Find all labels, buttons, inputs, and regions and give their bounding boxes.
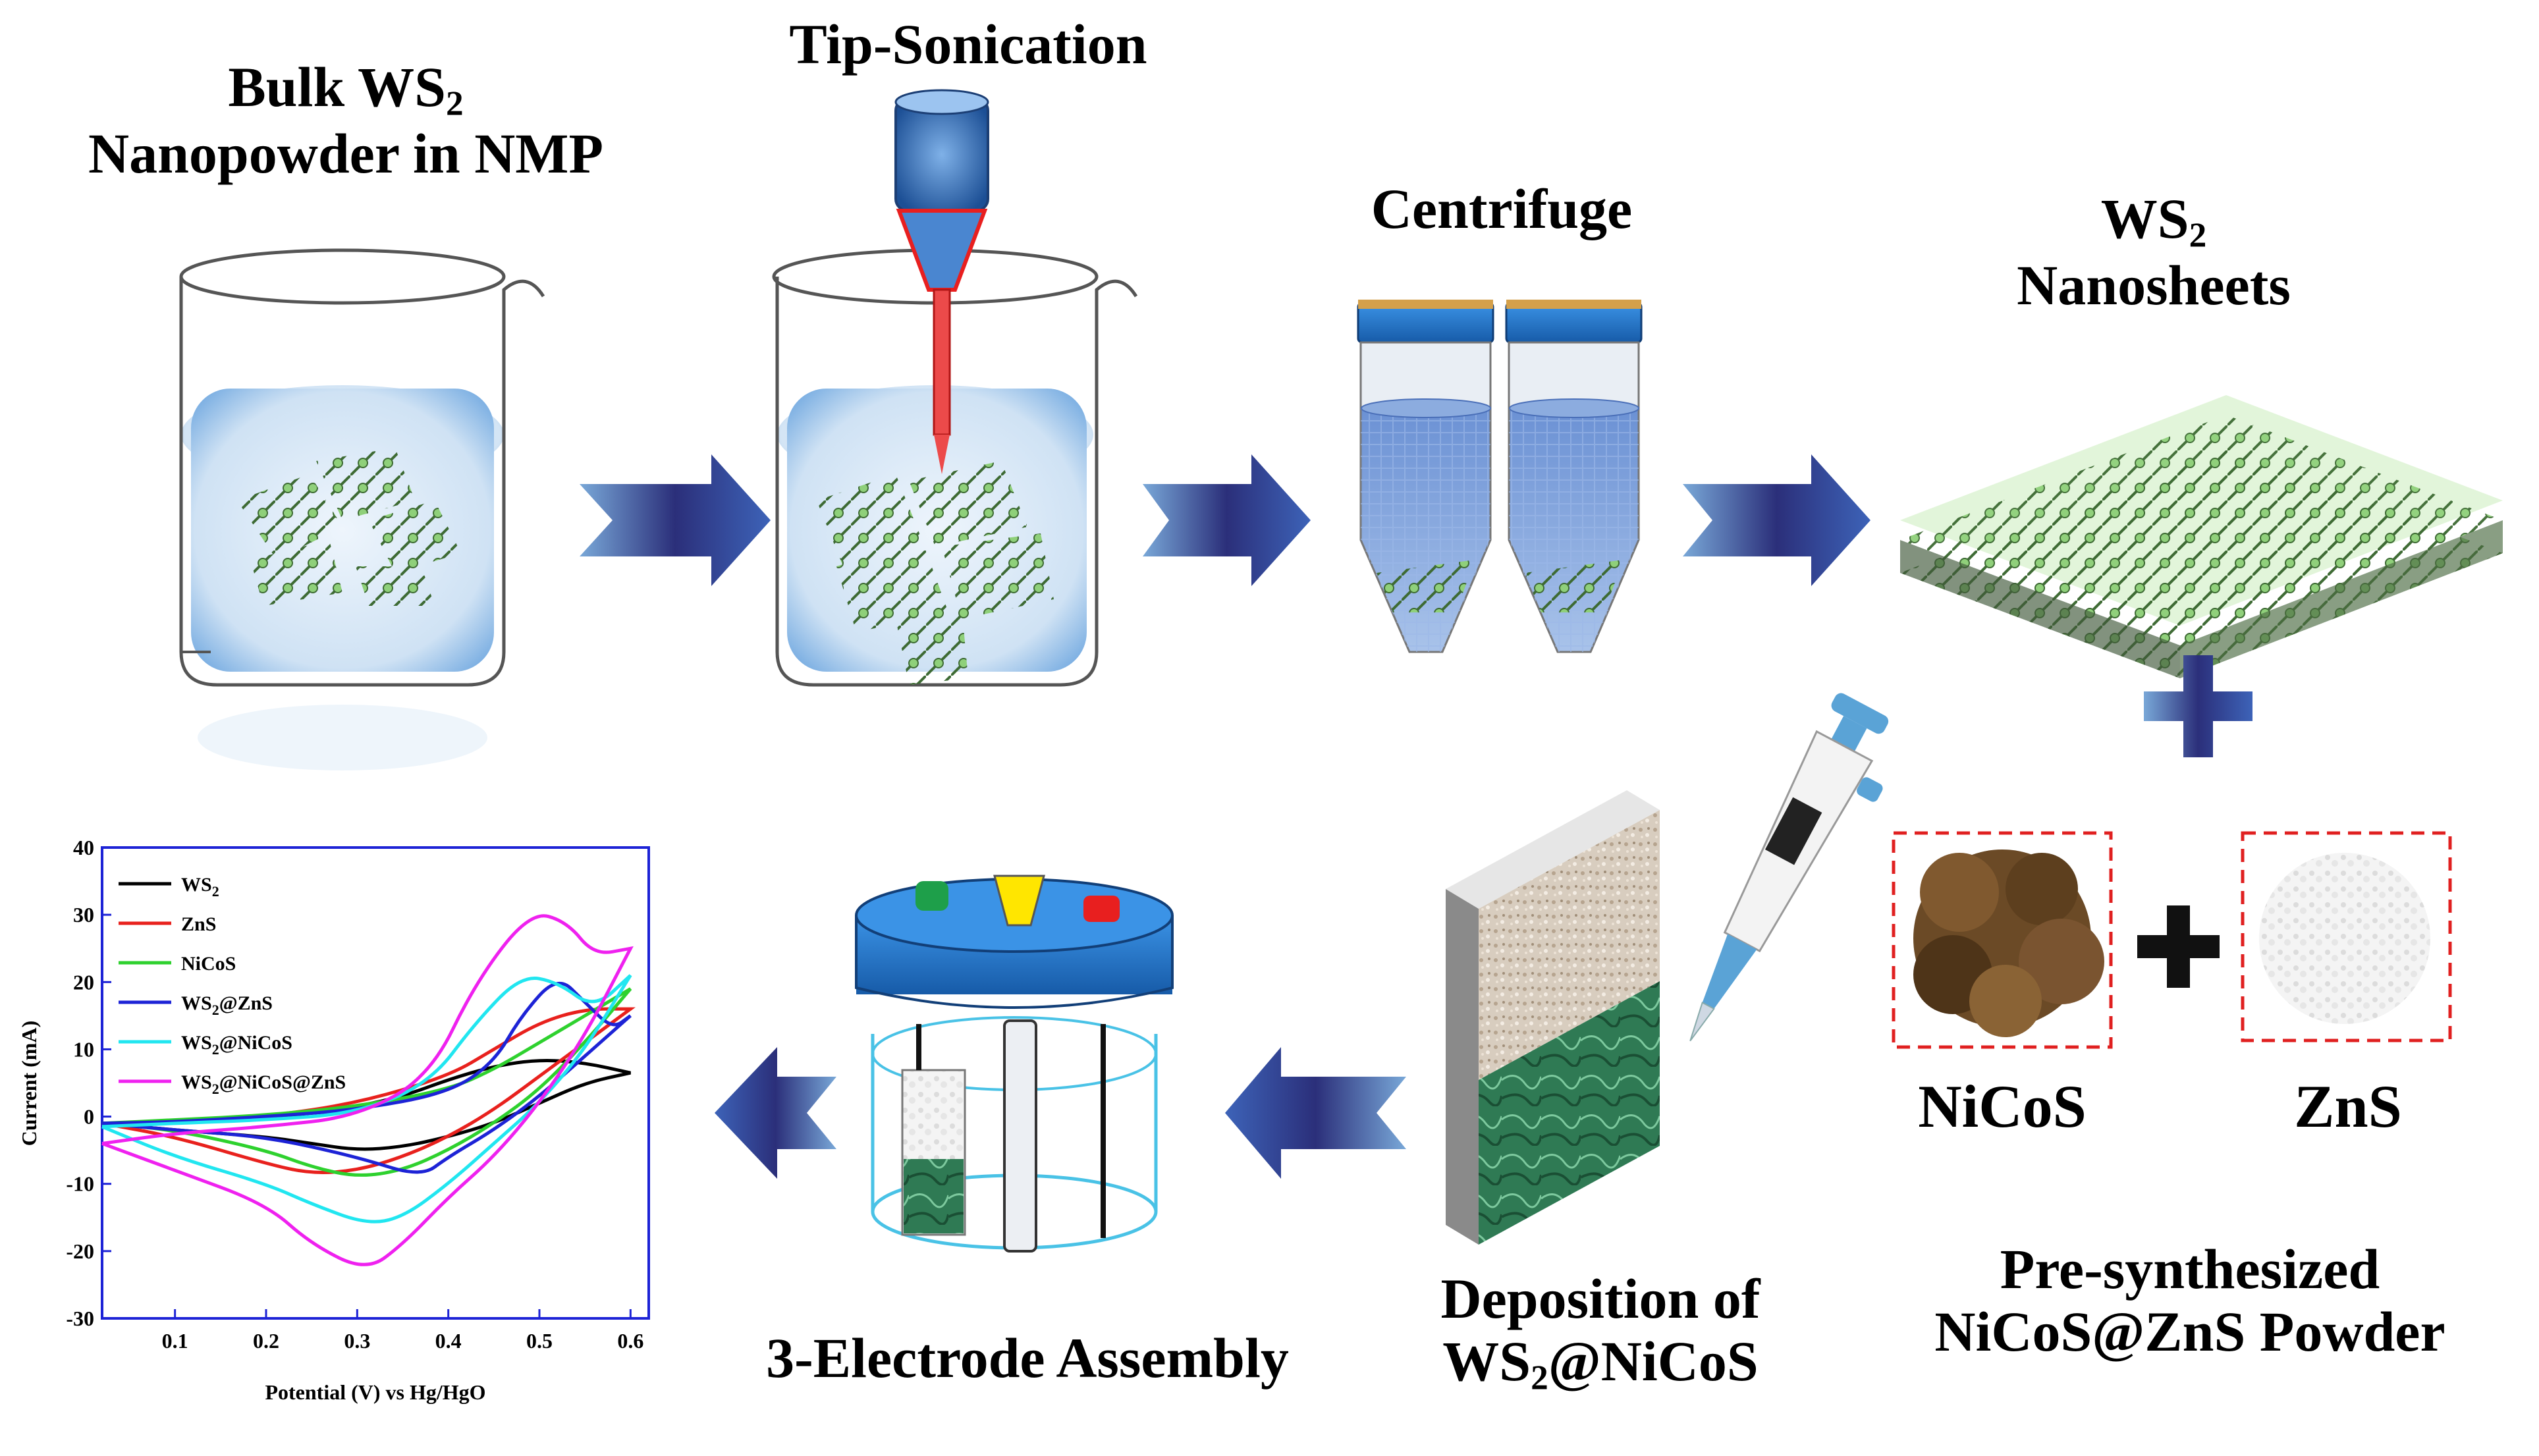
deposition-line2b: @NiCoS bbox=[1548, 1329, 1759, 1393]
arrow-step-4 bbox=[1225, 1047, 1406, 1179]
legend-label-tail: @NiCoS@ZnS bbox=[219, 1071, 346, 1093]
legend-label-sub: 2 bbox=[212, 883, 219, 900]
nicos-particle-icon bbox=[1913, 849, 2104, 1037]
y-tick-label: 30 bbox=[73, 903, 94, 927]
centrifuge-label: Centrifuge bbox=[1371, 177, 1633, 240]
x-tick-label: 0.1 bbox=[162, 1329, 188, 1353]
y-tick-label: 20 bbox=[73, 970, 94, 994]
deposition-substrate-icon bbox=[1446, 790, 1660, 1245]
nanosheets-line1: WS bbox=[2100, 187, 2189, 250]
legend-label-tail: @NiCoS bbox=[219, 1032, 292, 1054]
beaker-bulk bbox=[179, 248, 545, 770]
legend-label-main: WS bbox=[181, 874, 212, 896]
zns-label: ZnS bbox=[2294, 1073, 2402, 1140]
bulk-line1: Bulk WS bbox=[228, 55, 447, 119]
presynth-line1: Pre-synthesized bbox=[2000, 1237, 2380, 1301]
pipette-icon bbox=[1689, 693, 1889, 1042]
legend-label: WS2@ZnS bbox=[181, 992, 273, 1018]
y-tick-label: 40 bbox=[73, 836, 94, 859]
deposition-line1: Deposition of bbox=[1440, 1267, 1761, 1330]
zns-particle-icon bbox=[2259, 853, 2430, 1024]
presynth-line2: NiCoS@ZnS Powder bbox=[1934, 1299, 2445, 1363]
nicos-powder bbox=[1892, 831, 2113, 1049]
legend-label-sub: 2 bbox=[212, 1041, 219, 1058]
beaker-sonication bbox=[772, 89, 1138, 687]
arrow-step-2 bbox=[1143, 454, 1311, 586]
legend-label: WS2@NiCoS@ZnS bbox=[181, 1071, 346, 1097]
series-line-ws2-at-nicos bbox=[101, 974, 632, 1224]
y-tick-label: 0 bbox=[84, 1105, 94, 1129]
y-tick-label: -20 bbox=[66, 1239, 94, 1263]
three-electrode-cell-icon bbox=[855, 875, 1174, 1253]
tip-sonication-label: Tip-Sonication bbox=[789, 13, 1147, 76]
deposition-line2-sub: 2 bbox=[1531, 1357, 1548, 1397]
series-line-ws2-at-nicos-at-zns bbox=[101, 914, 634, 1266]
ws2-nanosheets-label: WS2 Nanosheets bbox=[1897, 188, 2411, 317]
chart-series bbox=[101, 914, 636, 1266]
legend-label-sub: 2 bbox=[212, 1081, 219, 1097]
legend-label: WS2@NiCoS bbox=[181, 1032, 292, 1058]
legend-label-main: WS bbox=[181, 992, 212, 1014]
nicos-label: NiCoS bbox=[1918, 1073, 2087, 1140]
presynthesized-label: Pre-synthesized NiCoS@ZnS Powder bbox=[1857, 1238, 2523, 1362]
x-axis-label: Potential (V) vs Hg/HgO bbox=[265, 1380, 485, 1404]
y-axis-ticks: -30 -20 -10 0 10 20 30 40 bbox=[66, 836, 111, 1330]
arrow-step-5 bbox=[715, 1047, 836, 1179]
bulk-line2: Nanopowder in NMP bbox=[88, 121, 604, 185]
series-line-nicos bbox=[101, 987, 632, 1177]
x-tick-label: 0.4 bbox=[435, 1329, 462, 1353]
legend-label: WS2 bbox=[181, 874, 219, 900]
chart-plot-area bbox=[101, 846, 650, 1320]
legend-label: ZnS bbox=[181, 913, 216, 935]
legend-label-main: ZnS bbox=[181, 913, 216, 935]
y-tick-label: -30 bbox=[66, 1307, 94, 1330]
y-tick-label: 10 bbox=[73, 1037, 94, 1061]
legend-label-main: WS bbox=[181, 1071, 212, 1093]
plus-icon-small bbox=[2137, 905, 2220, 988]
nanosheets-line2: Nanosheets bbox=[2017, 253, 2291, 317]
centrifuge-tube-2-icon bbox=[1505, 300, 1643, 653]
y-tick-label: -10 bbox=[66, 1172, 94, 1196]
cv-chart: -30 -20 -10 0 10 20 30 40 0.1 0.2 0.3 0.4 0.5 0.6 WS… bbox=[17, 836, 650, 1404]
arrow-step-1 bbox=[580, 454, 771, 586]
deposition-line2a: WS bbox=[1442, 1329, 1531, 1393]
x-tick-label: 0.2 bbox=[253, 1329, 279, 1353]
ws2-dispersed-flakes-icon bbox=[817, 461, 1054, 685]
legend-label-sub: 2 bbox=[212, 1002, 219, 1018]
sonication-probe-icon bbox=[894, 89, 989, 474]
deposition-label: Deposition of WS2@NiCoS bbox=[1363, 1268, 1838, 1397]
ws2-bulk-flakes-icon bbox=[237, 448, 461, 606]
x-tick-label: 0.6 bbox=[617, 1329, 643, 1353]
y-axis-label: Current (mA) bbox=[17, 1021, 41, 1146]
bulk-ws2-label: Bulk WS2 Nanopowder in NMP bbox=[40, 56, 652, 185]
legend-label-main: NiCoS bbox=[181, 953, 236, 975]
x-tick-label: 0.5 bbox=[526, 1329, 553, 1353]
centrifuge-tubes bbox=[1357, 300, 1643, 653]
ws2-nanosheets-icon bbox=[1900, 395, 2503, 678]
x-axis-ticks: 0.1 0.2 0.3 0.4 0.5 0.6 bbox=[162, 1309, 643, 1353]
arrow-step-3 bbox=[1683, 454, 1870, 586]
series-line-ws2-at-zns bbox=[101, 981, 632, 1174]
legend-label-main: WS bbox=[181, 1032, 212, 1054]
centrifuge-tube-1-icon bbox=[1357, 300, 1494, 653]
zns-powder bbox=[2241, 831, 2452, 1042]
legend-label: NiCoS bbox=[181, 953, 236, 975]
nanosheets-sub: 2 bbox=[2189, 215, 2207, 255]
x-tick-label: 0.3 bbox=[344, 1329, 370, 1353]
plus-icon-large bbox=[2144, 655, 2252, 757]
legend-label-tail: @ZnS bbox=[219, 992, 273, 1014]
three-electrode-label: 3-Electrode Assembly bbox=[766, 1326, 1289, 1389]
bulk-sub: 2 bbox=[446, 83, 464, 123]
